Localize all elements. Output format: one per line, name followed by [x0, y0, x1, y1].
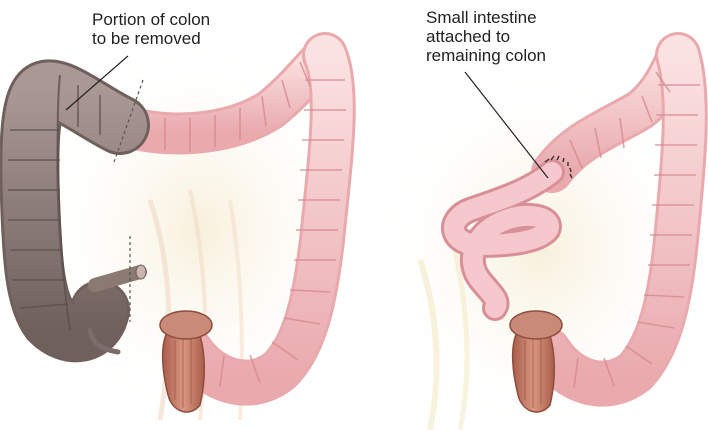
label-portion-removed-line-2: to be removed	[92, 29, 210, 48]
label-small-intestine-line-1: Small intestine	[426, 8, 546, 27]
rectum-right	[513, 330, 555, 412]
label-small-intestine-attached: Small intestine attached to remaining co…	[426, 8, 546, 65]
label-portion-removed-line-1: Portion of colon	[92, 10, 210, 29]
label-portion-removed: Portion of colon to be removed	[92, 10, 210, 48]
rectum-left	[163, 330, 205, 412]
label-small-intestine-line-3: remaining colon	[426, 46, 546, 65]
label-small-intestine-line-2: attached to	[426, 27, 546, 46]
